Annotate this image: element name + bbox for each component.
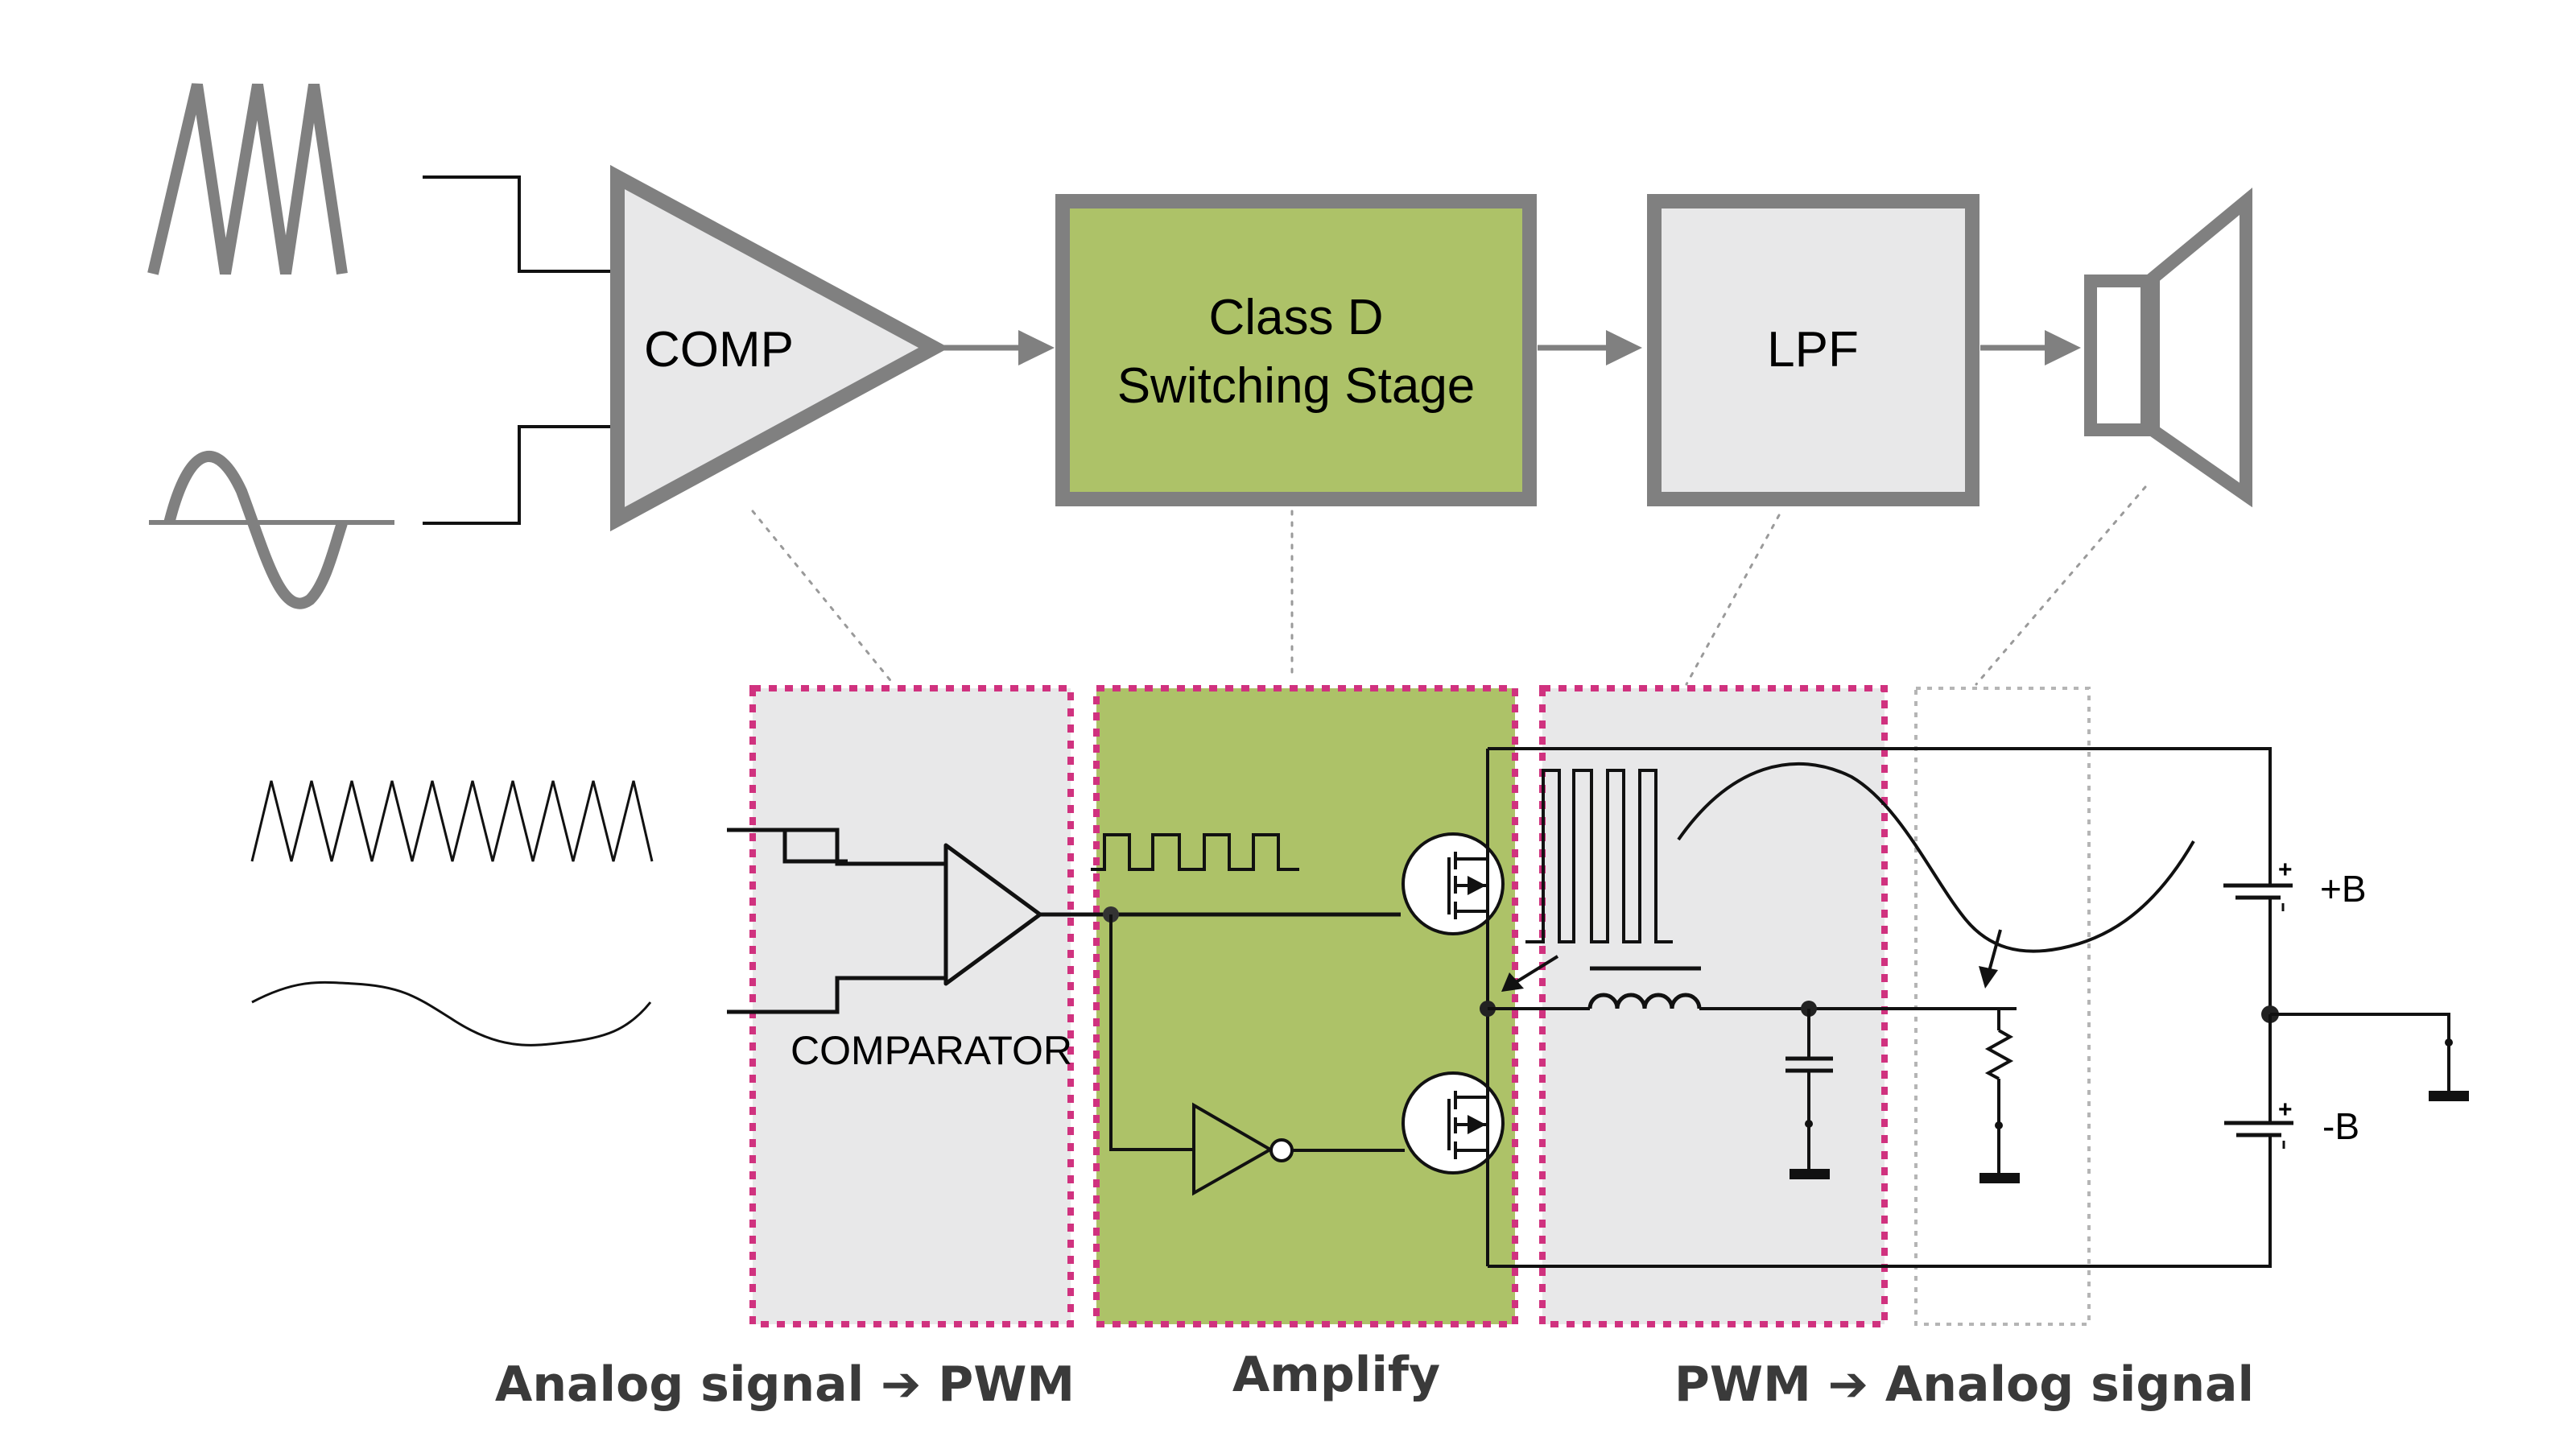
caption-amplify: Amplify — [1232, 1347, 1440, 1403]
audio-sine-wave — [251, 980, 652, 1046]
comparator-input-top-wire — [727, 828, 946, 866]
battery-positive-icon: + — [2223, 857, 2293, 1014]
stage-frame-pwm-conversion — [753, 688, 1071, 1324]
top-block-chain: COMP Class D Switching Stage LPF — [147, 83, 2252, 609]
triangle-wave-icon — [147, 83, 348, 275]
load-ground-icon — [1979, 1173, 2020, 1183]
stage-frame-amplify — [1096, 688, 1515, 1324]
sine-wave-icon — [149, 451, 394, 609]
svg-text:+: + — [2278, 1096, 2293, 1123]
switch-node-arrow-icon — [1501, 955, 1559, 992]
switching-stage-label-line2: Switching Stage — [1117, 358, 1476, 414]
switching-stage-label-line1: Class D — [1208, 290, 1383, 345]
lpf-block — [1647, 194, 1979, 506]
inverter-bubble — [1269, 1138, 1294, 1162]
inductor-icon — [1587, 966, 1702, 1009]
ground-icon — [1790, 1169, 1830, 1179]
arrow-switching-to-lpf — [1538, 330, 1642, 365]
leader-lines — [751, 485, 2147, 686]
filtered-analog-wave — [1677, 762, 2195, 953]
comparator-symbol — [943, 843, 1042, 986]
comp-block — [610, 164, 949, 532]
supply-negative-label: -B — [2322, 1105, 2359, 1147]
stage-captions: Analog signal ➔ PWM Amplify PWM ➔ Analog… — [495, 1347, 2254, 1413]
speaker-icon — [2084, 188, 2252, 508]
arrow-lpf-to-speaker — [1980, 330, 2081, 365]
load-arrow-icon — [1979, 929, 2002, 989]
load-resistor-icon — [1984, 1029, 2014, 1080]
inverter-symbol — [1192, 1102, 1274, 1196]
arrow-comp-to-switching — [942, 330, 1055, 365]
supply-positive-label: +B — [2320, 868, 2367, 910]
switching-stage-block — [1055, 194, 1537, 506]
stage-frames — [749, 685, 2091, 1327]
battery-negative-icon: + — [2224, 1096, 2293, 1149]
comp-label: COMP — [644, 322, 794, 378]
caption-analog-to-pwm: Analog signal ➔ PWM — [495, 1356, 1075, 1413]
high-side-mosfet-icon — [1402, 829, 1505, 935]
supply-ground-icon — [2429, 1091, 2469, 1101]
comparator-input-bottom-wire — [727, 976, 946, 1014]
low-side-mosfet-icon — [1402, 1071, 1505, 1174]
comparator-label: COMPARATOR — [791, 1028, 1072, 1073]
comp-input-wire-top — [423, 175, 612, 273]
amplified-pwm-wave — [1525, 769, 1673, 943]
caption-pwm-to-analog: PWM ➔ Analog signal — [1674, 1356, 2254, 1413]
stage-frame-analog-conversion — [1542, 688, 1885, 1324]
svg-text:+: + — [2278, 857, 2293, 883]
negative-rail-wire — [1488, 1135, 2272, 1268]
pwm-square-wave — [1091, 833, 1299, 871]
comp-input-wire-bottom — [423, 425, 612, 525]
circuit: COMPARATOR — [250, 747, 2469, 1268]
lpf-label: LPF — [1767, 322, 1859, 378]
carrier-triangle-wave — [250, 780, 654, 862]
positive-rail-wire — [1488, 747, 2272, 886]
stage-frame-load — [1914, 687, 2091, 1326]
